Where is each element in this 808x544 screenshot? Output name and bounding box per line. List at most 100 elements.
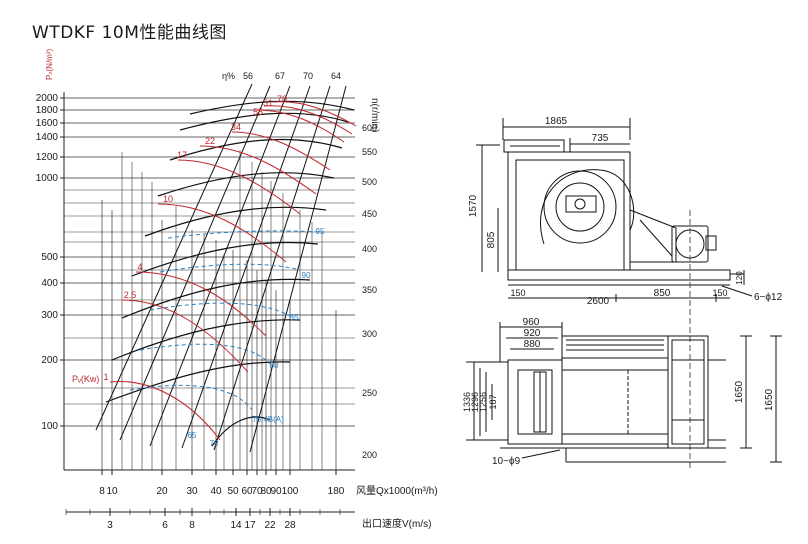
- efficiency-label: η%: [222, 71, 235, 81]
- pressure-tick-label: 1600: [36, 118, 59, 129]
- front-elevation-labels: 1865 735 1570 805 120 150 2600 850 150 6…: [468, 116, 783, 307]
- dim-motor-span: 850: [654, 288, 671, 299]
- flow-tick-label: 70: [251, 486, 263, 497]
- speed-tick-label: 250: [362, 388, 377, 398]
- power-value: 22: [205, 136, 215, 146]
- flow-gridlines: [101, 150, 337, 470]
- noise-values: 95 90 85 80 75.4B(A) 65 70: [188, 227, 325, 448]
- flow-tick-label: 10: [106, 486, 118, 497]
- top-view-drawing: [466, 322, 782, 463]
- speed-ticks: 600 550 500 450 400 350 300 250 200: [362, 123, 377, 460]
- velocity-tick-label: 28: [284, 520, 296, 531]
- flow-tick-label: 80: [260, 486, 272, 497]
- velocity-tick-label: 17: [244, 520, 256, 531]
- speed-tick-label: 300: [362, 329, 377, 339]
- speed-tick-label: 200: [362, 450, 377, 460]
- power-value: 17: [177, 150, 187, 160]
- speed-tick-label: 350: [362, 285, 377, 295]
- velocity-axis-label: 出口速度V(m/s): [362, 517, 431, 530]
- velocity-tick-label: 22: [264, 520, 276, 531]
- power-value: 10: [163, 194, 173, 204]
- noise-value: 90: [302, 271, 311, 280]
- flow-tick-label: 90: [270, 486, 282, 497]
- dim-h3: 1256: [478, 392, 488, 412]
- dim-bolts-front: 6−ϕ12: [754, 292, 783, 303]
- efficiency-value: 70: [303, 71, 313, 81]
- velocity-tick-label: 14: [230, 520, 242, 531]
- pressure-curves: [105, 100, 355, 447]
- dim-half-width: 735: [592, 133, 609, 144]
- power-label: Pᵥ(Kw): [72, 374, 99, 384]
- flow-tick-label: 30: [186, 486, 198, 497]
- efficiency-value: 64: [331, 71, 341, 81]
- efficiency-value: 67: [275, 71, 285, 81]
- speed-tick-label: 450: [362, 209, 377, 219]
- flow-tick-label: 8: [99, 486, 105, 497]
- speed-axis-label: n(r/min): [369, 98, 380, 132]
- pressure-tick-label: 300: [41, 310, 58, 321]
- velocity-tick-label: 8: [189, 520, 195, 531]
- front-elevation-drawing: [476, 118, 753, 470]
- speed-tick-label: 500: [362, 177, 377, 187]
- noise-value: 85: [290, 313, 299, 322]
- flow-tick-label: 50: [227, 486, 239, 497]
- pressure-tick-label: 1000: [36, 173, 59, 184]
- dim-right-margin: 150: [712, 288, 727, 298]
- flow-tick-label: 20: [156, 486, 168, 497]
- efficiency-curves: [95, 83, 347, 453]
- pressure-tick-label: 100: [41, 421, 58, 432]
- dim-w1: 960: [523, 317, 540, 328]
- dim-overall-width: 1865: [545, 116, 568, 127]
- performance-chart: 200018001600140012001000500400300200100 …: [36, 48, 438, 531]
- noise-value: 75.4B(A): [252, 415, 284, 424]
- speed-tick-label: 400: [362, 244, 377, 254]
- power-value: 1: [103, 372, 108, 382]
- noise-value: 65: [188, 431, 197, 440]
- flow-tick-label: 180: [328, 486, 345, 497]
- power-value: 34: [231, 122, 241, 132]
- dim-depth-inner: 1650: [734, 380, 745, 403]
- pressure-tick-label: 1200: [36, 152, 59, 163]
- pressure-tick-label: 1400: [36, 132, 59, 143]
- velocity-tick-label: 3: [107, 520, 113, 531]
- power-value: 70: [277, 94, 287, 104]
- power-value: 51: [263, 98, 273, 108]
- flow-tick-label: 100: [282, 486, 299, 497]
- pressure-tick-label: 400: [41, 278, 58, 289]
- flow-tick-label: 60: [241, 486, 253, 497]
- speed-tick-label: 550: [362, 147, 377, 157]
- noise-value: 80: [270, 361, 279, 370]
- pressure-tick-label: 200: [41, 355, 58, 366]
- dim-h4: 187: [488, 394, 498, 409]
- pressure-tick-label: 2000: [36, 93, 59, 104]
- flow-axis-label: 风量Qx1000(m³/h): [356, 485, 438, 497]
- noise-value: 95: [316, 227, 325, 236]
- flow-tick-label: 40: [210, 486, 222, 497]
- dim-left-margin: 150: [510, 288, 525, 298]
- noise-value: 70: [210, 439, 219, 448]
- dim-w2: 920: [524, 328, 541, 339]
- dim-base-height: 120: [735, 271, 744, 285]
- pressure-tick-label: 1800: [36, 105, 59, 116]
- velocity-tick-label: 6: [162, 520, 168, 531]
- power-value: 4: [137, 262, 142, 272]
- page-title: WTDKF 10M性能曲线图: [32, 23, 227, 43]
- dim-height: 1570: [468, 194, 479, 217]
- dim-shaft-height: 805: [486, 231, 497, 248]
- power-value: 2.5: [124, 290, 137, 300]
- dim-h1: 1336: [462, 392, 472, 412]
- pressure-tick-label: 500: [41, 252, 58, 263]
- pressure-axis-label: Pₙ(N/m²): [45, 48, 54, 80]
- speed-tick-label: 600: [362, 123, 377, 133]
- dim-span: 2600: [587, 296, 610, 307]
- power-curves: [109, 101, 357, 441]
- noise-curves: [129, 230, 321, 411]
- dim-h2: 1296: [470, 392, 480, 412]
